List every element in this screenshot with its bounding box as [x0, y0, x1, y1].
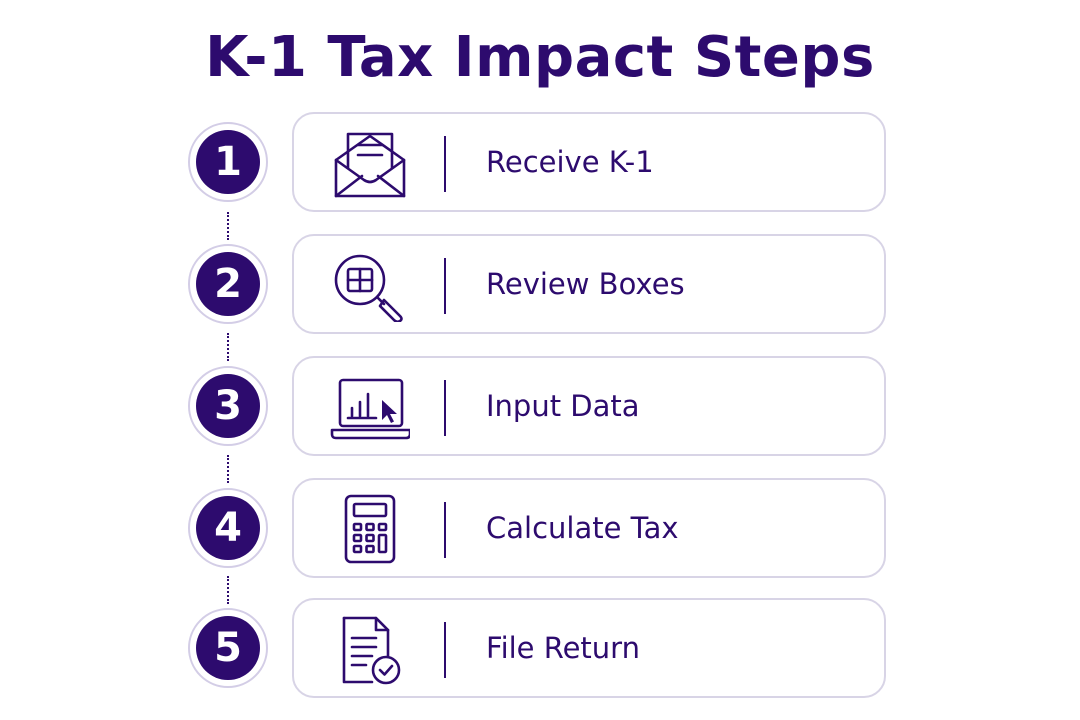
- step-label: Input Data: [486, 389, 640, 423]
- step-2: 2 Review Boxes: [0, 234, 1080, 336]
- magnifier-grid-icon: [330, 250, 410, 324]
- step-card: Review Boxes: [292, 234, 886, 334]
- step-number: 3: [196, 374, 260, 438]
- step-label: Receive K-1: [486, 145, 654, 179]
- step-card: File Return: [292, 598, 886, 698]
- step-connector: [227, 333, 229, 361]
- card-divider: [444, 622, 446, 678]
- card-divider: [444, 380, 446, 436]
- step-label: File Return: [486, 631, 640, 665]
- step-1: 1 Receive K-1: [0, 112, 1080, 214]
- step-card: Input Data: [292, 356, 886, 456]
- step-3: 3 Input Data: [0, 356, 1080, 458]
- calculator-icon: [330, 494, 410, 566]
- page-title: K-1 Tax Impact Steps: [205, 25, 875, 90]
- card-divider: [444, 136, 446, 192]
- step-card: Calculate Tax: [292, 478, 886, 578]
- step-number-badge: 2: [188, 244, 268, 324]
- step-number-badge: 1: [188, 122, 268, 202]
- step-connector: [227, 212, 229, 240]
- card-divider: [444, 258, 446, 314]
- step-label: Review Boxes: [486, 267, 685, 301]
- step-number: 2: [196, 252, 260, 316]
- document-check-icon: [330, 614, 410, 686]
- envelope-letter-icon: [330, 128, 410, 200]
- step-number-badge: 5: [188, 608, 268, 688]
- step-connector: [227, 576, 229, 604]
- step-number: 1: [196, 130, 260, 194]
- step-number-badge: 3: [188, 366, 268, 446]
- step-4: 4 Calculate Tax: [0, 478, 1080, 580]
- step-number-badge: 4: [188, 488, 268, 568]
- step-connector: [227, 455, 229, 483]
- step-label: Calculate Tax: [486, 511, 679, 545]
- laptop-chart-cursor-icon: [330, 372, 412, 444]
- card-divider: [444, 502, 446, 558]
- step-5: 5 File Return: [0, 598, 1080, 700]
- step-number: 5: [196, 616, 260, 680]
- step-card: Receive K-1: [292, 112, 886, 212]
- step-number: 4: [196, 496, 260, 560]
